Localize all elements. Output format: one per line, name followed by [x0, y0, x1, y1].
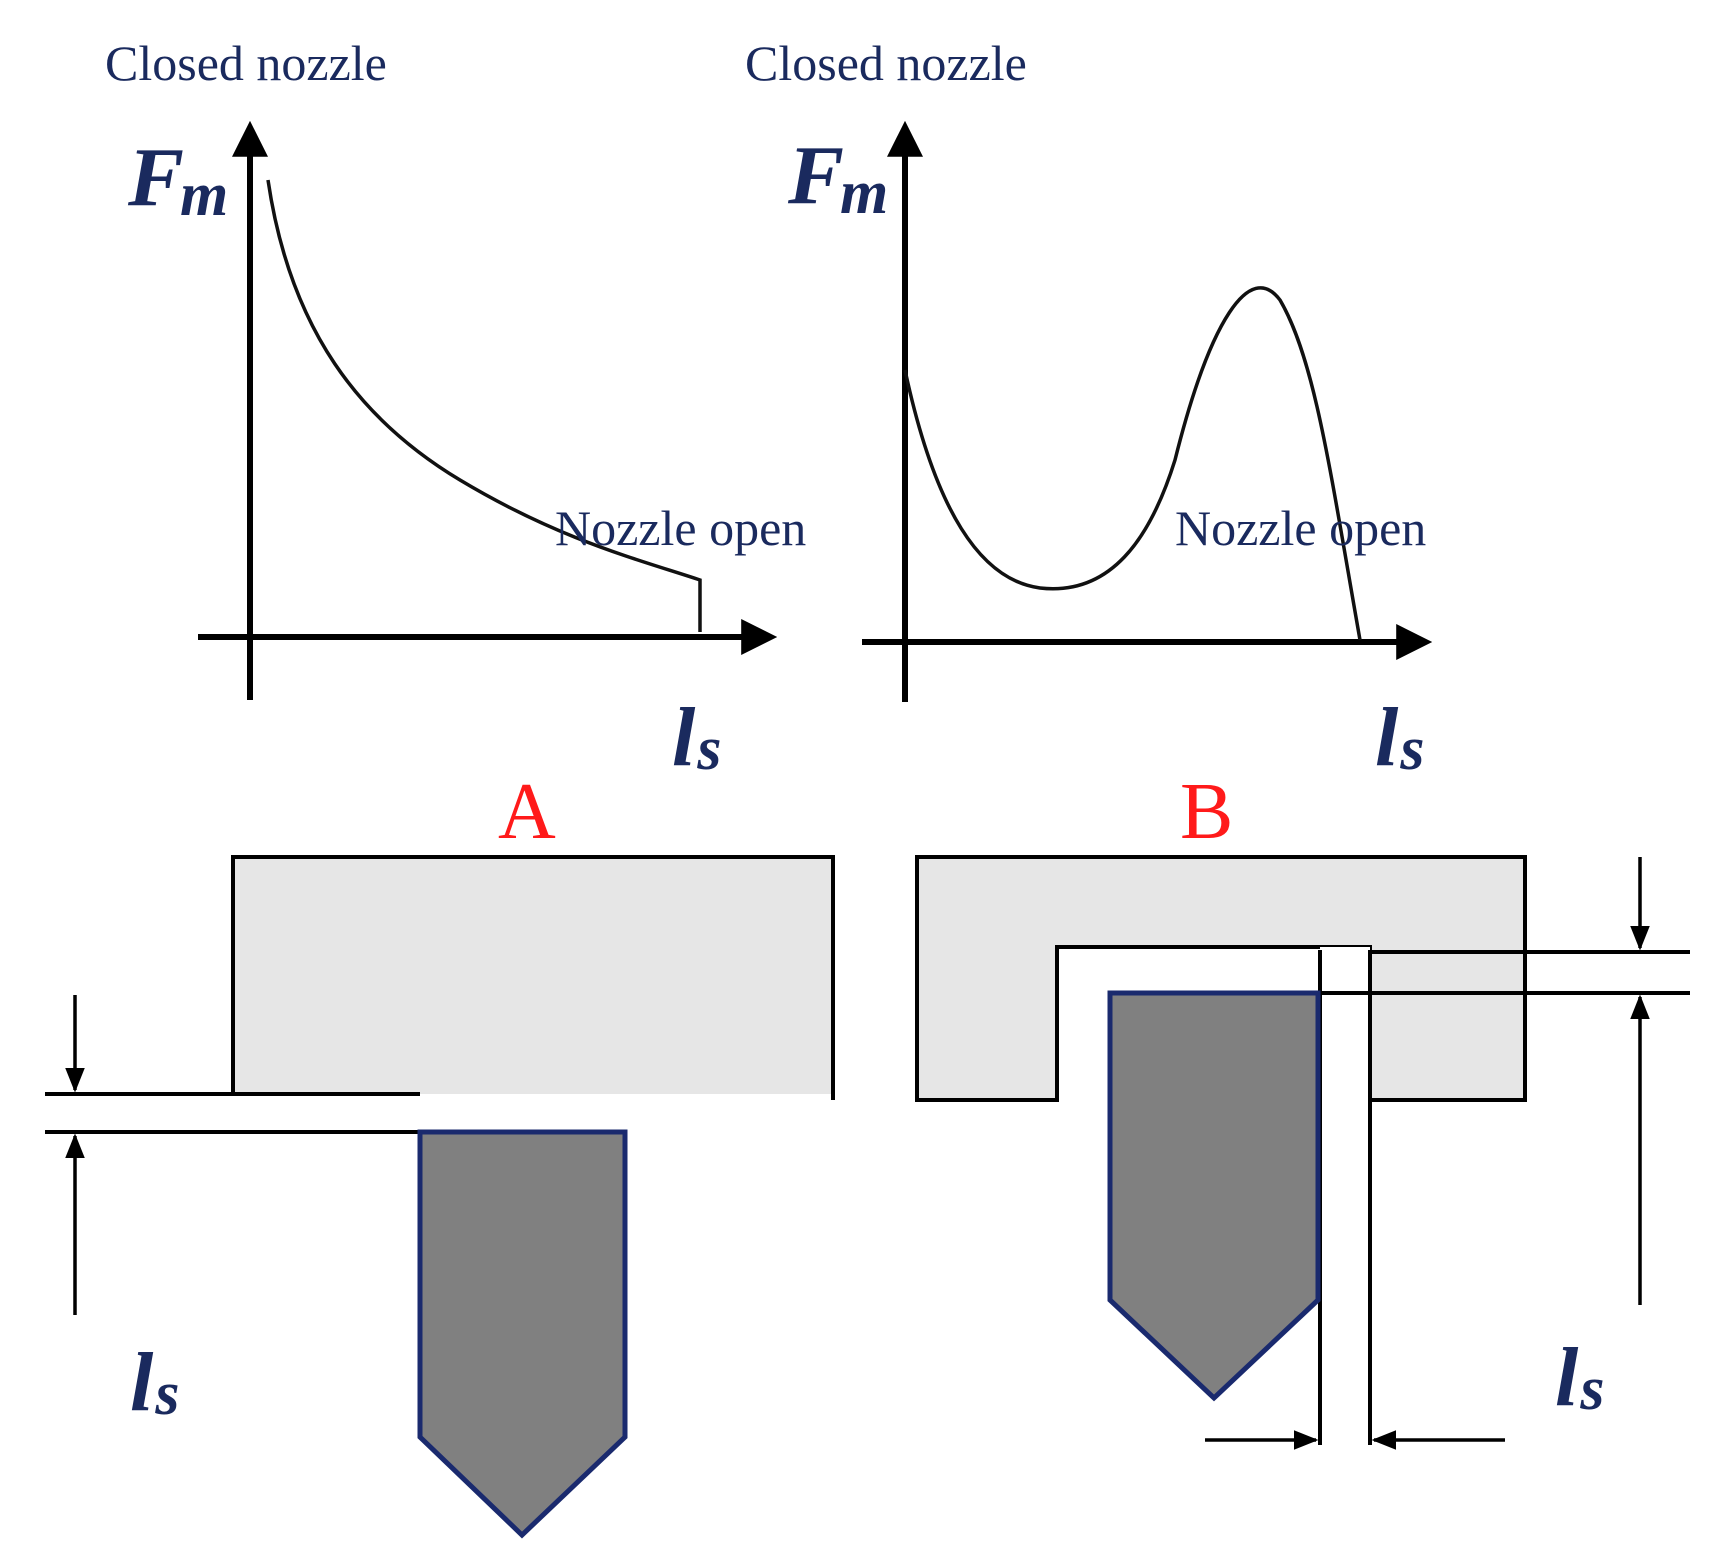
graph-b-end-label: Nozzle open [1175, 500, 1426, 556]
graph-b: Closed nozzle Fm Nozzle open ls [745, 35, 1433, 784]
panel-a-nozzle-body [233, 857, 833, 1094]
graph-a-end-label: Nozzle open [555, 500, 806, 556]
panel-a: A ls [45, 768, 835, 1539]
panel-b-side-gap [1320, 947, 1370, 1100]
panel-a-needle [417, 1129, 628, 1539]
panel-b-nozzle-body [917, 857, 1525, 1100]
graph-b-top-label: Closed nozzle [745, 35, 1027, 91]
panel-b-gap-symbol: ls [1555, 1331, 1604, 1424]
graph-a-force-curve [266, 179, 702, 632]
graph-a-top-label: Closed nozzle [105, 35, 387, 91]
graph-b-force-curve [903, 286, 1362, 641]
panel-a-gap-symbol: ls [130, 1336, 179, 1429]
panel-b-letter: B [1180, 768, 1233, 856]
graph-a-y-axis-symbol: Fm [127, 131, 228, 229]
panel-b-needle [1107, 990, 1321, 1402]
graph-b-x-axis-symbol: ls [1375, 691, 1424, 784]
graph-b-y-axis-symbol: Fm [787, 129, 888, 227]
graph-a-x-axis-symbol: ls [672, 691, 721, 784]
graph-a: Closed nozzle Fm Nozzle open ls [105, 35, 806, 784]
panel-a-letter: A [498, 768, 556, 856]
panel-a-nozzle-body-outline [231, 855, 835, 1100]
panel-b: B ls [915, 768, 1690, 1450]
